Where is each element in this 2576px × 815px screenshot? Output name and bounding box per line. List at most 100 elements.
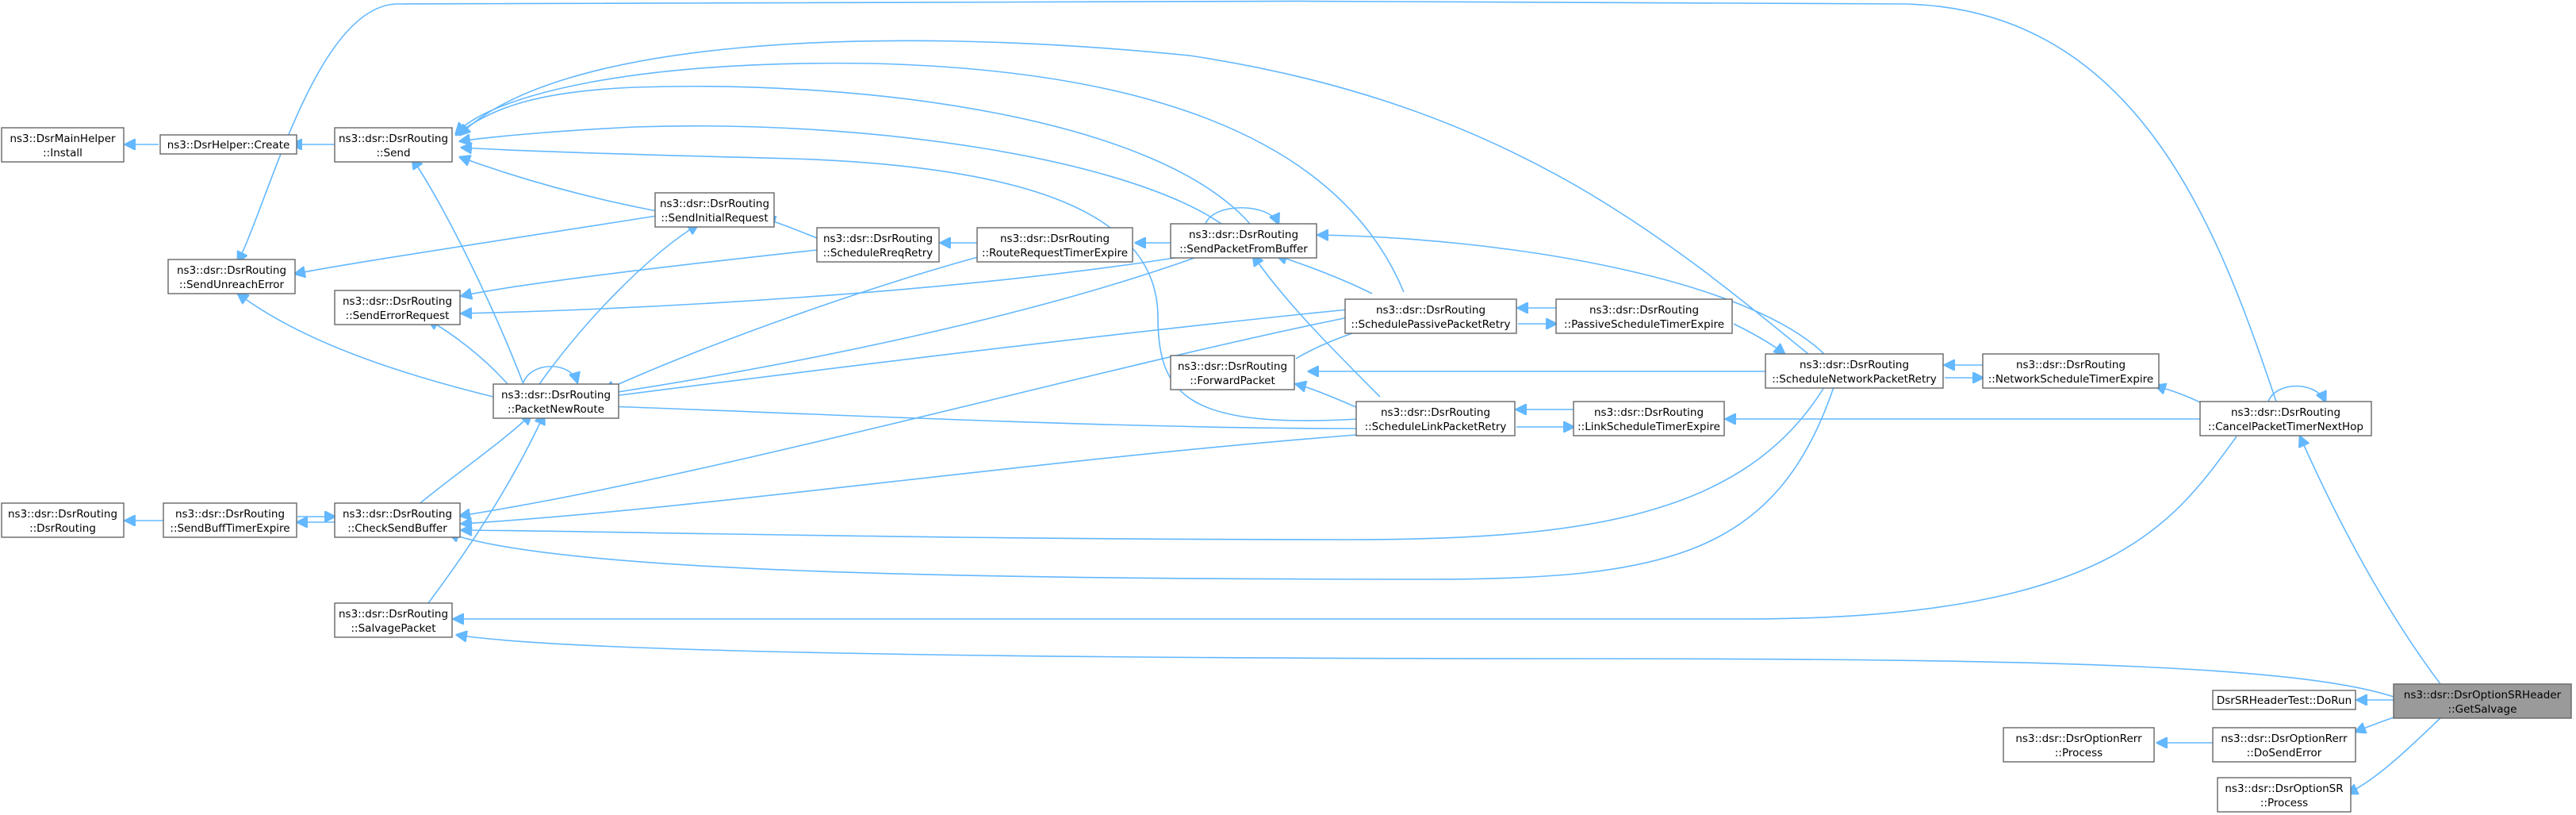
node-install-line2: ::Install <box>43 147 82 160</box>
node-sendinitialreq-line2: ::SendInitialRequest <box>661 212 768 225</box>
node-rerrprocess-line1: ns3::dsr::DsrOptionRerr <box>2015 732 2142 745</box>
node-cancelpacket[interactable]: ns3::dsr::DsrRouting ::CancelPacketTimer… <box>2199 401 2372 436</box>
node-sendinitialreq-line1: ns3::dsr::DsrRouting <box>660 198 769 210</box>
node-rerrprocess[interactable]: ns3::dsr::DsrOptionRerr ::Process <box>2003 727 2155 763</box>
node-install-line1: ns3::DsrMainHelper <box>10 133 116 145</box>
node-schedulereqretry[interactable]: ns3::dsr::DsrRouting ::ScheduleRreqRetry <box>816 227 940 263</box>
edge-cancelpacket-to-networktimer <box>2156 386 2202 404</box>
nodes: ns3::DsrMainHelper ::Install ns3::dsr::D… <box>1 127 2572 813</box>
node-salvagepacket-line2: ::SalvagePacket <box>351 622 436 635</box>
edge-getsalvage-to-srprocess <box>2348 715 2444 794</box>
node-sendbufftimer[interactable]: ns3::dsr::DsrRouting ::SendBuffTimerExpi… <box>163 502 297 538</box>
edge-passivetimer-to-schednetwork <box>1733 323 1784 354</box>
edge-schedpassive-to-send <box>456 62 1405 293</box>
node-send-line2: ::Send <box>376 147 410 160</box>
node-install[interactable]: ns3::DsrMainHelper ::Install <box>1 127 125 163</box>
edge-schedlink-to-sendpktfrombuf <box>1253 256 1381 398</box>
edge-checksendbuffer-to-packetnewroute <box>412 414 531 510</box>
node-forwardpacket-line2: ::ForwardPacket <box>1190 375 1275 387</box>
edge-sendpktfrombuf-self <box>1205 206 1278 224</box>
node-getsalvage-line1: ns3::dsr::DsrOptionSRHeader <box>2404 689 2562 702</box>
edge-schedlink-to-send-arc <box>462 148 1359 421</box>
node-routereqtimer[interactable]: ns3::dsr::DsrRouting ::RouteRequestTimer… <box>976 227 1133 263</box>
edge-sendpktfrombuf-to-senderrorreq <box>462 255 1190 313</box>
node-passivetimer-line1: ns3::dsr::DsrRouting <box>1589 304 1699 317</box>
node-schednetwork-line2: ::ScheduleNetworkPacketRetry <box>1772 373 1937 386</box>
node-networktimer[interactable]: ns3::dsr::DsrRouting ::NetworkScheduleTi… <box>1982 353 2160 389</box>
edge-schedlink-to-packetnewroute <box>608 406 1357 429</box>
edge-schedulereqretry-to-senderrorreq <box>462 249 818 296</box>
node-linktimer[interactable]: ns3::dsr::DsrRouting ::LinkScheduleTimer… <box>1573 401 1725 436</box>
node-senderrorreq-line1: ns3::dsr::DsrRouting <box>343 295 452 308</box>
node-schedpassive-line1: ns3::dsr::DsrRouting <box>1376 304 1485 317</box>
node-dosenderror[interactable]: ns3::dsr::DsrOptionRerr ::DoSendError <box>2212 727 2356 763</box>
node-getsalvage-line2: ::GetSalvage <box>2448 703 2517 716</box>
node-salvagepacket[interactable]: ns3::dsr::DsrRouting ::SalvagePacket <box>334 602 453 638</box>
node-networktimer-line1: ns3::dsr::DsrRouting <box>2016 359 2126 371</box>
node-linktimer-line1: ns3::dsr::DsrRouting <box>1594 406 1704 419</box>
node-dosenderror-line1: ns3::dsr::DsrOptionRerr <box>2221 732 2348 745</box>
node-packetnewroute-line2: ::PacketNewRoute <box>508 403 604 416</box>
node-sendunreach[interactable]: ns3::dsr::DsrRouting ::SendUnreachError <box>167 259 296 294</box>
node-linktimer-line2: ::LinkScheduleTimerExpire <box>1577 421 1720 433</box>
edge-packetnewroute-to-senderrorreq <box>428 320 508 385</box>
node-srprocess[interactable]: ns3::dsr::DsrOptionSR ::Process <box>2217 777 2352 813</box>
node-senderrorreq[interactable]: ns3::dsr::DsrRouting ::SendErrorRequest <box>334 290 461 325</box>
node-networktimer-line2: ::NetworkScheduleTimerExpire <box>1988 373 2154 386</box>
edge-sendpktfrombuf-to-send-2 <box>460 125 1222 225</box>
node-dsrrouting-line1: ns3::dsr::DsrRouting <box>8 508 117 521</box>
node-passivetimer-line2: ::PassiveScheduleTimerExpire <box>1564 318 1724 331</box>
node-sendpktfrombuf[interactable]: ns3::dsr::DsrRouting ::SendPacketFromBuf… <box>1170 223 1317 259</box>
node-packetnewroute-line1: ns3::dsr::DsrRouting <box>501 389 611 402</box>
node-sendinitialreq[interactable]: ns3::dsr::DsrRouting ::SendInitialReques… <box>654 192 775 228</box>
node-sendpktfrombuf-line1: ns3::dsr::DsrRouting <box>1189 229 1298 241</box>
edge-getsalvage-to-cancelpacket <box>2300 436 2444 688</box>
node-create[interactable]: ns3::DsrHelper::Create <box>159 134 297 155</box>
edge-salvagepacket-to-packetnewroute <box>427 414 544 604</box>
node-passivetimer[interactable]: ns3::dsr::DsrRouting ::PassiveScheduleTi… <box>1555 298 1733 334</box>
node-sendbufftimer-line1: ns3::dsr::DsrRouting <box>175 508 285 521</box>
edge-sendinitialreq-to-sendunreach <box>295 215 657 274</box>
node-schedpassive[interactable]: ns3::dsr::DsrRouting ::SchedulePassivePa… <box>1344 298 1517 334</box>
edge-getsalvage-to-salvagepacket <box>457 635 2394 698</box>
node-dsrrouting-ctor[interactable]: ns3::dsr::DsrRouting ::DsrRouting <box>1 502 125 538</box>
node-schedlink[interactable]: ns3::dsr::DsrRouting ::ScheduleLinkPacke… <box>1355 401 1516 436</box>
node-forwardpacket[interactable]: ns3::dsr::DsrRouting ::ForwardPacket <box>1170 355 1295 390</box>
edge-packetnewroute-self <box>523 366 577 383</box>
node-send[interactable]: ns3::dsr::DsrRouting ::Send <box>334 127 453 163</box>
edge-schedlink-to-forwardpacket <box>1296 384 1359 409</box>
node-sendunreach-line2: ::SendUnreachError <box>179 279 285 291</box>
node-checksendbuffer[interactable]: ns3::dsr::DsrRouting ::CheckSendBuffer <box>334 502 461 538</box>
node-dsrrouting-line2: ::DsrRouting <box>29 522 96 535</box>
edge-schedpassive-to-sendpktfrombuf <box>1277 256 1373 294</box>
node-sendpktfrombuf-line2: ::SendPacketFromBuffer <box>1179 243 1308 256</box>
node-srprocess-line1: ns3::dsr::DsrOptionSR <box>2225 782 2343 795</box>
node-dorun[interactable]: DsrSRHeaderTest::DoRun <box>2212 690 2356 710</box>
edge-packetnewroute-to-send <box>412 159 524 385</box>
node-schedpassive-line2: ::SchedulePassivePacketRetry <box>1351 318 1510 331</box>
edge-packetnewroute-to-sendinitialreq <box>539 225 698 385</box>
node-sendunreach-line1: ns3::dsr::DsrRouting <box>177 264 286 277</box>
edge-schedlink-to-checksendbuffer <box>462 434 1357 524</box>
node-getsalvage-target[interactable]: ns3::dsr::DsrOptionSRHeader ::GetSalvage <box>2393 683 2572 719</box>
node-checksendbuffer-line1: ns3::dsr::DsrRouting <box>343 508 452 521</box>
node-schednetwork[interactable]: ns3::dsr::DsrRouting ::ScheduleNetworkPa… <box>1765 353 1944 389</box>
node-forwardpacket-line1: ns3::dsr::DsrRouting <box>1178 360 1287 373</box>
edge-schedpassive-to-checksendbuffer <box>460 317 1349 516</box>
edge-schednetwork-to-sendpktfrombuf <box>1318 235 1825 355</box>
node-sendbufftimer-line2: ::SendBuffTimerExpire <box>170 522 289 535</box>
node-packetnewroute[interactable]: ns3::dsr::DsrRouting ::PacketNewRoute <box>493 383 619 419</box>
edge-sendpktfrombuf-to-packetnewroute <box>608 253 1206 394</box>
node-cancelpacket-line1: ns3::dsr::DsrRouting <box>2231 406 2340 419</box>
edges <box>125 0 2444 794</box>
node-salvagepacket-line1: ns3::dsr::DsrRouting <box>339 608 448 621</box>
node-cancelpacket-line2: ::CancelPacketTimerNextHop <box>2208 421 2363 433</box>
node-schedulereqretry-line2: ::ScheduleRreqRetry <box>823 247 933 259</box>
node-checksendbuffer-line2: ::CheckSendBuffer <box>347 522 447 535</box>
node-send-line1: ns3::dsr::DsrRouting <box>339 133 448 145</box>
edge-cancelpacket-self <box>2267 385 2325 402</box>
edge-packetnewroute-to-sendunreach <box>238 294 494 398</box>
edge-sendpktfrombuf-to-send-arc <box>456 85 1251 225</box>
edge-schedpassive-to-packetnewroute <box>608 309 1349 397</box>
